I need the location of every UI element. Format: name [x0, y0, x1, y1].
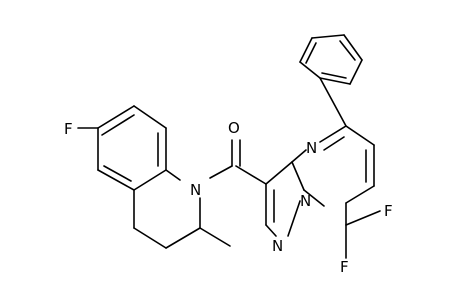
bond — [299, 61, 321, 79]
bond — [319, 77, 347, 127]
bond — [345, 125, 375, 146]
bond — [323, 136, 345, 151]
bond — [133, 105, 167, 129]
bond — [199, 227, 231, 247]
bond — [303, 189, 325, 207]
bond — [299, 37, 313, 63]
nitrogen-amide-label: N — [190, 181, 201, 199]
bond — [291, 149, 307, 163]
bond — [103, 165, 132, 182]
fluorine-difluoro-top-label: F — [384, 202, 393, 220]
bond — [339, 40, 356, 61]
bond — [97, 169, 135, 191]
bond — [349, 59, 363, 85]
bond — [209, 165, 233, 179]
oxygen-carbonyl-label: O — [228, 119, 240, 137]
bond — [321, 72, 347, 79]
atom-labels: F N O N N N F F — [64, 119, 393, 276]
bond — [311, 34, 345, 39]
bond — [319, 125, 347, 143]
bond — [165, 227, 201, 249]
bond — [291, 161, 305, 191]
bonds — [77, 34, 381, 259]
bond — [101, 114, 135, 136]
bond — [287, 200, 301, 237]
fluorine-difluoro-bottom-label: F — [340, 258, 349, 276]
bond — [97, 105, 135, 129]
bond — [343, 34, 363, 61]
fluorine-atom-label: F — [64, 120, 73, 138]
bond — [345, 185, 375, 204]
nitrogen-bridge-label: N — [300, 192, 311, 210]
bond — [345, 210, 381, 226]
bond — [165, 169, 181, 181]
bond — [305, 42, 317, 64]
nitrogen-pyrazole-label: N — [272, 237, 283, 255]
bond — [133, 227, 167, 249]
nitrogen-pyrimidine-label: N — [306, 139, 317, 157]
bond — [235, 165, 267, 185]
bond — [319, 77, 351, 85]
bond — [265, 161, 293, 185]
bond — [265, 224, 277, 237]
bond — [133, 169, 167, 191]
